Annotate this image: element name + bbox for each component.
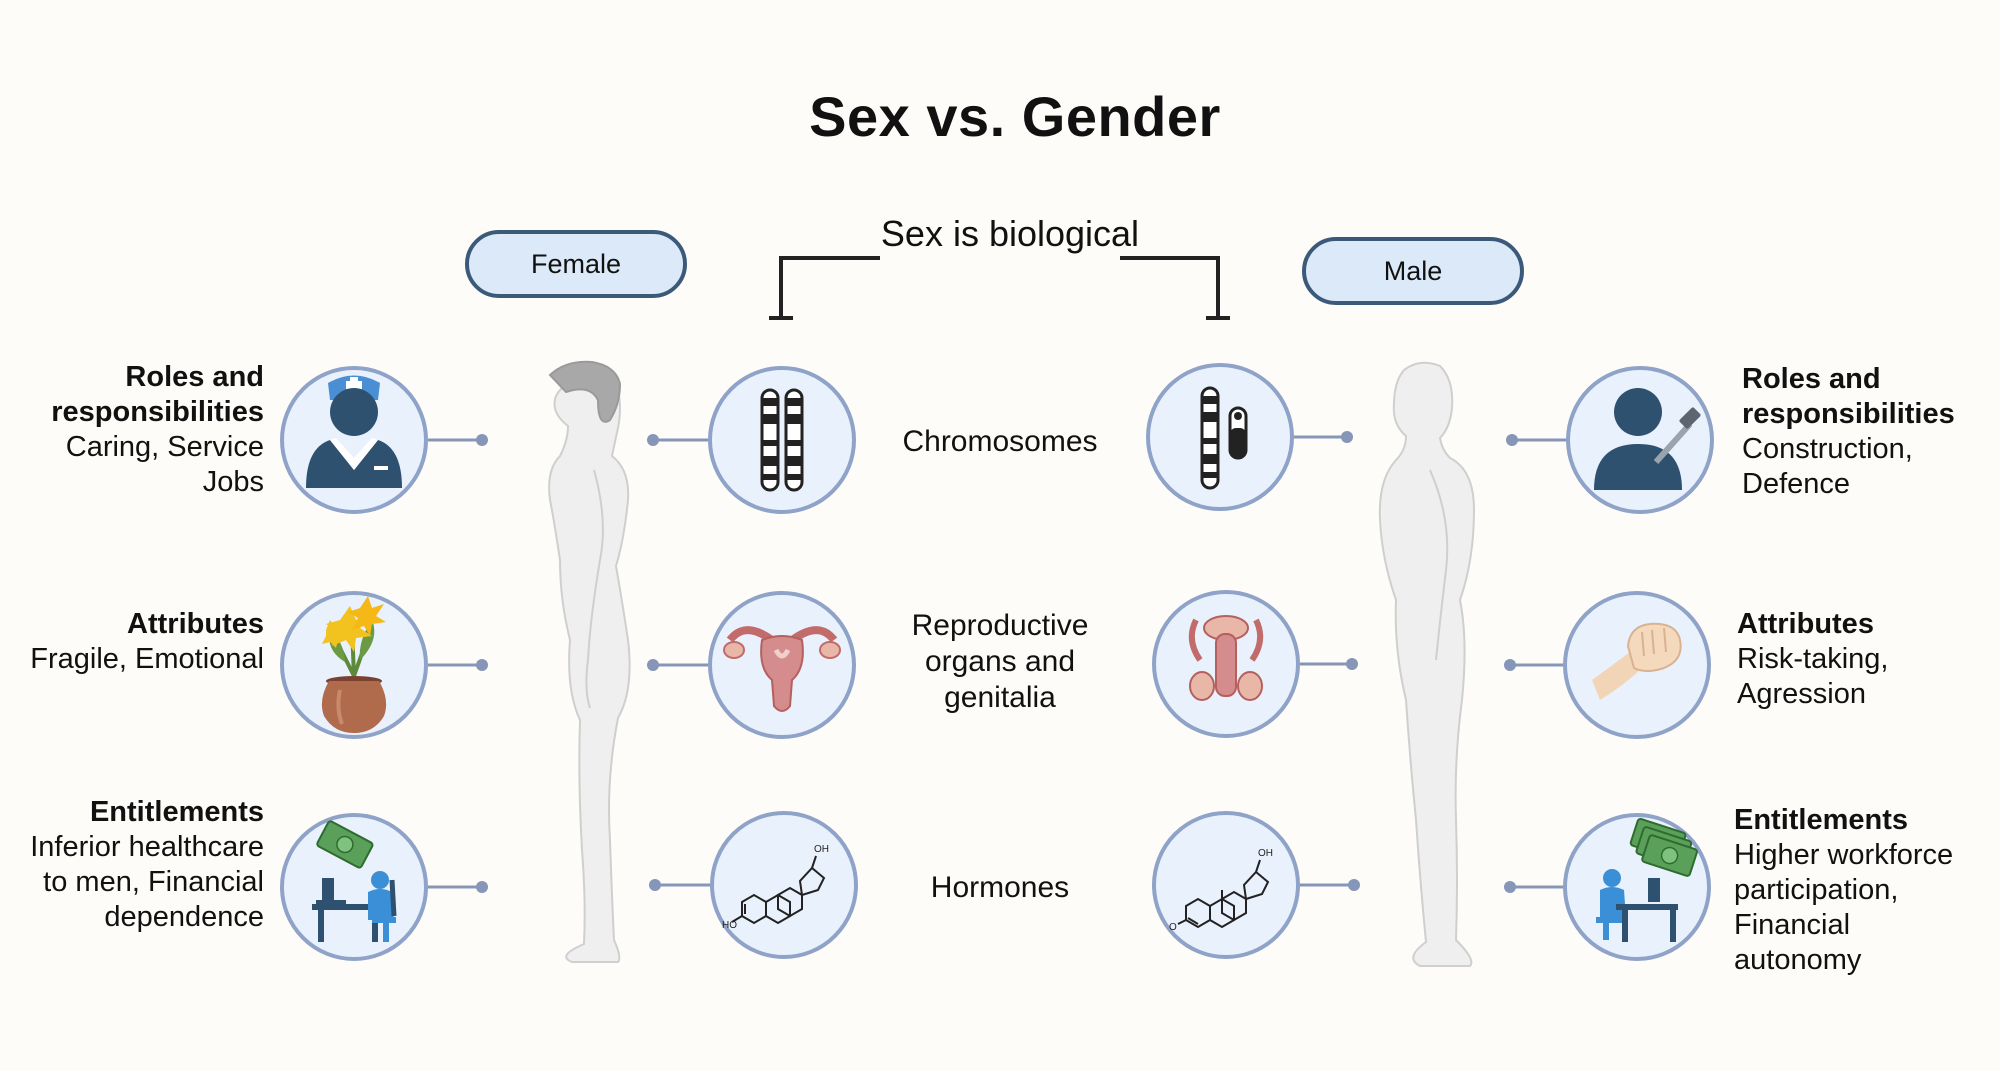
hormones-label: Hormones xyxy=(930,871,1070,904)
lily-pot-icon xyxy=(321,596,387,733)
male-entitlements-text: Entitlements Higher workforce participat… xyxy=(1734,803,1974,978)
connectors xyxy=(428,431,1568,893)
biological-bracket xyxy=(769,256,1230,320)
icon-circles xyxy=(280,363,1714,961)
uterus-icon xyxy=(723,626,841,712)
testosterone-icon xyxy=(1177,859,1270,929)
female-attributes-heading: Attributes xyxy=(127,608,264,640)
female-attributes-desc: Fragile, Emotional xyxy=(30,643,264,675)
male-attributes-desc: Risk-taking, Agression xyxy=(1737,643,1889,710)
female-entitlements-desc: Inferior healthcare to men, Financial de… xyxy=(30,831,264,933)
male-entitlements-desc: Higher workforce participation, Financia… xyxy=(1734,839,1954,976)
male-body-illustration xyxy=(1378,361,1476,967)
testosterone-oh-label: OH xyxy=(1258,848,1273,859)
male-label: Male xyxy=(1383,255,1443,286)
female-entitlements-text: Entitlements Inferior healthcare to men,… xyxy=(24,795,264,935)
male-organs-icon xyxy=(1188,615,1264,701)
male-roles-text: Roles and responsibilities Construction,… xyxy=(1742,362,1982,502)
female-attributes-text: Attributes Fragile, Emotional xyxy=(24,607,264,677)
male-attributes-heading: Attributes xyxy=(1737,608,1874,640)
male-entitlements-heading: Entitlements xyxy=(1734,804,1909,836)
estradiol-oh-label: OH xyxy=(814,844,829,855)
estradiol-ho-label: HO xyxy=(722,920,737,931)
male-roles-heading: Roles and responsibilities xyxy=(1742,363,1955,430)
desk-money-icon xyxy=(312,820,397,942)
testosterone-o-label: O xyxy=(1169,922,1177,933)
female-entitlements-heading: Entitlements xyxy=(89,796,264,828)
fist-icon xyxy=(1592,622,1682,700)
female-label: Female xyxy=(530,248,622,279)
estradiol-icon xyxy=(731,855,826,925)
female-chromosome-icon xyxy=(760,388,804,492)
desk-money-stack-icon xyxy=(1596,817,1698,942)
sex-is-biological-label: Sex is biological xyxy=(880,213,1140,254)
worker-hammer-icon xyxy=(1594,388,1701,490)
page-title: Sex vs. Gender xyxy=(809,85,1221,148)
chromosomes-label: Chromosomes xyxy=(902,425,1098,458)
male-roles-desc: Construction, Defence xyxy=(1742,433,1913,500)
male-attributes-text: Attributes Risk-taking, Agression xyxy=(1737,607,1977,712)
female-body-illustration xyxy=(548,360,631,963)
female-roles-heading: Roles and responsibilities xyxy=(51,361,264,428)
female-roles-desc: Caring, Service Jobs xyxy=(65,431,264,498)
reproductive-label: Reproductive organs and genitalia xyxy=(911,609,1089,714)
female-label-pill: Female xyxy=(465,230,687,298)
male-chromosome-icon xyxy=(1200,386,1248,490)
female-roles-text: Roles and responsibilities Caring, Servi… xyxy=(24,360,264,500)
male-label-pill: Male xyxy=(1302,237,1524,305)
nurse-icon xyxy=(306,375,402,488)
